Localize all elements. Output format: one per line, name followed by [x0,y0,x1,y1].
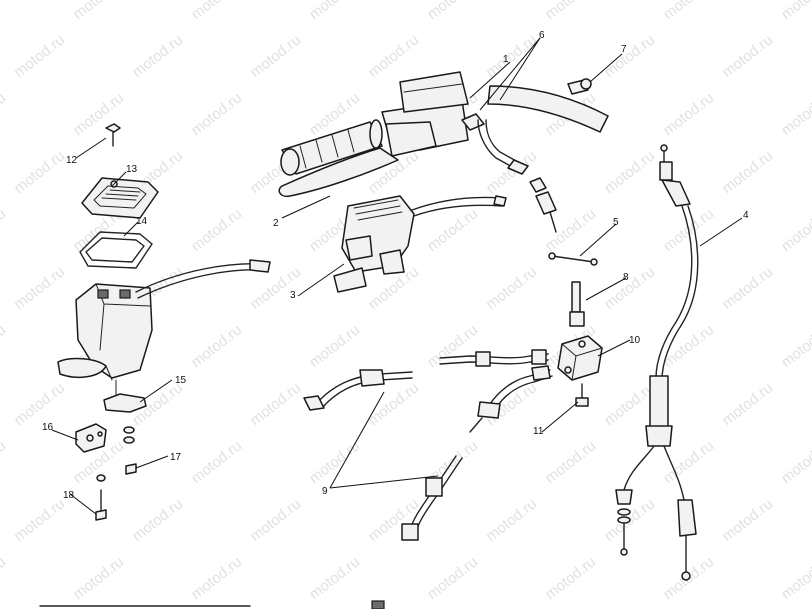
switch-housing-3 [333,195,507,293]
callout-4: 4 [743,210,749,221]
cover-13 [81,177,159,219]
callout-9: 9 [322,486,328,497]
watermark-text: motod.ru [11,263,68,313]
watermark-text: motod.ru [424,553,481,603]
callout-8: 8 [623,272,629,283]
watermark-text: motod.ru [188,437,245,487]
watermark-text: motod.ru [247,495,304,545]
watermark-text: motod.ru [247,379,304,429]
screw-17 [125,463,137,475]
watermark-text: motod.ru [129,31,186,81]
watermark-text: motod.ru [0,89,9,139]
watermark-text: motod.ru [719,263,776,313]
callout-2: 2 [273,218,279,229]
watermark-text: motod.ru [365,31,422,81]
watermark-text: motod.ru [365,379,422,429]
watermark-text: motod.ru [660,321,717,371]
watermark-text: motod.ru [306,553,363,603]
brake-hose-9a [303,369,413,411]
washers [96,426,135,482]
watermark-text: motod.ru [0,437,9,487]
watermark-text: motod.ru [11,147,68,197]
watermark-text: motod.ru [719,147,776,197]
watermark-text: motod.ru [719,31,776,81]
brake-hose-short [529,177,557,233]
callout-1: 1 [503,54,509,65]
watermark-text: motod.ru [719,379,776,429]
watermark-text: motod.ru [778,0,812,23]
watermark-text: motod.ru [306,321,363,371]
watermark-text: motod.ru [188,0,245,23]
banjo-bolt-7 [567,78,592,95]
watermark-text: motod.ru [0,321,9,371]
watermark-text: motod.ru [542,0,599,23]
callout-11: 11 [533,426,544,437]
callout-3: 3 [290,290,296,301]
watermark-text: motod.ru [483,495,540,545]
watermark-text: motod.ru [188,553,245,603]
callout-13: 13 [126,164,138,175]
cable-4 [615,144,699,581]
watermark-text: motod.ru [483,31,540,81]
watermark-text: motod.ru [542,437,599,487]
watermark-text: motod.ru [601,31,658,81]
fitting-8 [569,281,585,327]
watermark-text: motod.ru [70,0,127,23]
watermark-text: motod.ru [660,0,717,23]
gasket-14 [79,231,153,269]
callout-12: 12 [66,155,78,166]
screw-18 [95,489,107,521]
watermark-text: motod.ru [424,0,481,23]
watermark-text: motod.ru [11,495,68,545]
watermark-text: motod.ru [778,553,812,603]
throttle-housing [57,259,271,381]
watermark-text: motod.ru [11,379,68,429]
brake-lever-assembly [278,71,609,198]
callout-15: 15 [175,375,187,386]
boot-15 [103,379,147,413]
watermark-text: motod.ru [778,321,812,371]
leader-lines [51,37,743,515]
watermark-text: motod.ru [542,553,599,603]
screw-12 [105,123,121,147]
watermark-text: motod.ru [188,321,245,371]
callout-labels: 1 2 3 4 5 6 7 8 9 10 11 12 13 14 15 16 1… [42,30,749,501]
callout-16: 16 [42,422,54,433]
watermark-text: motod.ru [778,437,812,487]
watermark-text: motod.ru [70,553,127,603]
fitting-5 [548,252,598,266]
watermark-text: motod.ru [719,495,776,545]
watermark-text: motod.ru [601,147,658,197]
watermark-text: motod.ru [247,31,304,81]
bottom-strip [39,600,385,609]
brake-hose-9b [401,455,463,541]
watermark-text: motod.ru [70,89,127,139]
watermark-text: motod.ru [306,0,363,23]
bracket-16 [75,423,107,453]
watermark-text: motod.ru [778,89,812,139]
watermark-text: motod.ru [0,0,9,23]
brake-lines-to-block [439,349,553,433]
watermark-text: motod.ru [660,89,717,139]
callout-18: 18 [63,490,75,501]
junction-block-10 [557,335,603,381]
watermark-text: motod.ru [0,553,9,603]
watermark-text: motod.ru [188,89,245,139]
watermark-text: motod.ru [601,263,658,313]
callout-10: 10 [629,335,641,346]
watermark-text: motod.ru [11,31,68,81]
callout-5: 5 [613,217,619,228]
callout-17: 17 [170,452,182,463]
watermark-text: motod.ru [424,205,481,255]
callout-14: 14 [136,216,148,227]
watermark-text: motod.ru [0,205,9,255]
callout-7: 7 [621,44,627,55]
watermark-text: motod.ru [188,205,245,255]
watermark-text: motod.ru [778,205,812,255]
watermark-text: motod.ru [129,495,186,545]
callout-6: 6 [539,30,545,41]
watermark-text: motod.ru [483,263,540,313]
